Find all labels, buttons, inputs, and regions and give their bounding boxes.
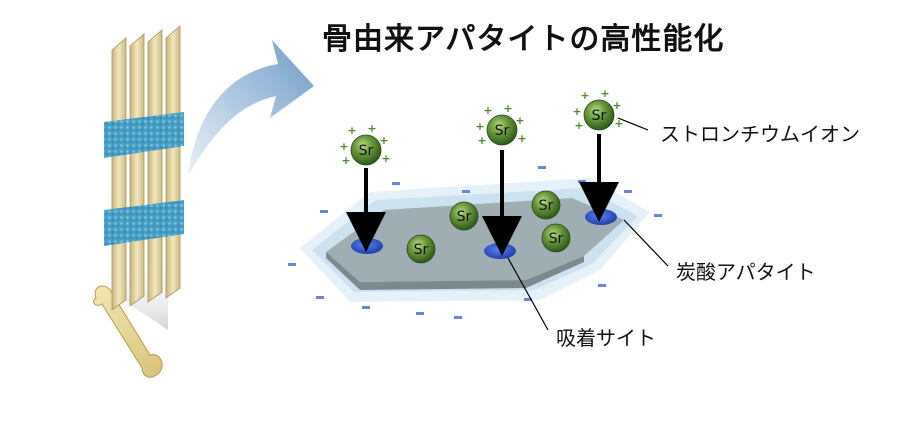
sr-ion: Sr [531, 190, 561, 220]
sr-ion-symbol: Sr [592, 108, 607, 124]
sr-ion-sphere [449, 201, 479, 231]
adsorption-site [484, 243, 516, 259]
leader-line-apatite [623, 219, 669, 267]
sr-ion: Sr [406, 234, 436, 264]
page-title: 骨由来アパタイトの高性能化 [322, 22, 725, 57]
sr-ion-symbol: Sr [414, 242, 429, 258]
positive-charge: + [612, 99, 621, 112]
sr-ion-symbol: Sr [539, 198, 554, 214]
sr-ion-symbol: Sr [549, 231, 564, 247]
positive-charge: + [379, 134, 388, 147]
positive-charge: + [572, 105, 581, 118]
sr-ion-sphere [486, 114, 518, 146]
sr-ion-sphere [350, 134, 382, 166]
curved-arrow-icon [188, 40, 314, 176]
collagen-fiber-icon [104, 25, 184, 311]
positive-charge: + [475, 120, 484, 133]
positive-charge: + [347, 124, 356, 137]
adsorption-site [585, 209, 617, 225]
positive-charge: + [341, 154, 350, 167]
label-strontium-ion: ストロンチウムイオン [660, 122, 860, 146]
positive-charge: + [367, 122, 376, 135]
sr-ion: Sr [449, 201, 479, 231]
sr-ion: Sr++++++ [475, 102, 526, 147]
sr-ion-symbol: Sr [495, 123, 510, 139]
surface-charges [288, 166, 662, 319]
positive-charge: + [503, 102, 512, 115]
positive-charge: + [614, 117, 623, 130]
sr-ion-symbol: Sr [359, 143, 374, 159]
positive-charge: + [477, 134, 486, 147]
sr-ion-sphere [541, 223, 571, 253]
positive-charge: + [600, 87, 609, 100]
positive-charge: + [580, 89, 589, 102]
sr-ion-symbol: Sr [457, 209, 472, 225]
sr-ion-sphere [406, 234, 436, 264]
positive-charge: + [574, 119, 583, 132]
positive-charge: + [483, 104, 492, 117]
adsorption-site [351, 238, 383, 254]
positive-charge: + [339, 140, 348, 153]
label-carbonate-apatite: 炭酸アパタイト [676, 260, 816, 284]
positive-charge: + [517, 132, 526, 145]
sr-ion: Sr++++++ [572, 87, 623, 132]
sr-ion: Sr++++++ [339, 122, 390, 167]
leader-line-strontium [617, 117, 649, 131]
sr-ion-sphere [583, 99, 615, 131]
label-adsorption-site: 吸着サイト [556, 326, 656, 350]
positive-charge: + [381, 152, 390, 165]
positive-charge: + [515, 114, 524, 127]
sr-ion-sphere [531, 190, 561, 220]
leader-line-site [507, 257, 549, 331]
sr-ion: Sr [541, 223, 571, 253]
